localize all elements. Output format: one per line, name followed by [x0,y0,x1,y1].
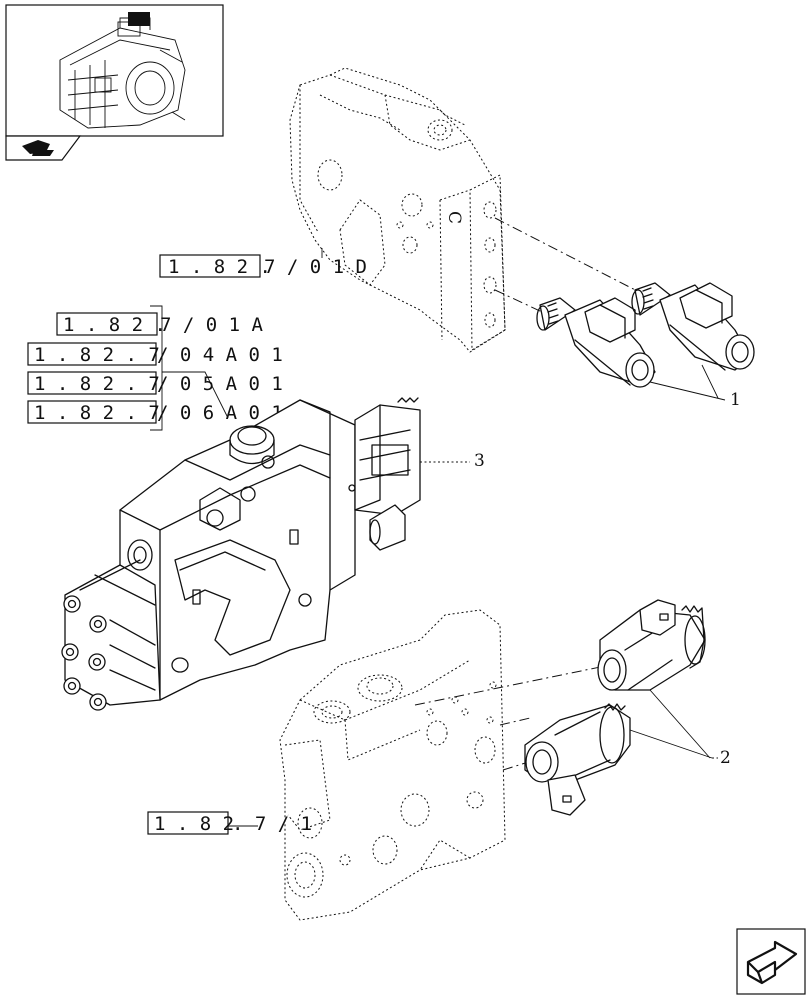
svg-text:7 / 0 1 D: 7 / 0 1 D [264,256,367,278]
ref-tag-06a[interactable]: 1 . 8 2 . 7 / 0 6 A 0 1 [27,400,283,424]
ref-tag-top[interactable]: 1 . 8 2 . 7 / 0 1 D [159,248,367,278]
ref-tag-bottom[interactable]: 1 . 8 2 . 7 / 1 [147,811,312,835]
svg-text:. 7 / 1: . 7 / 1 [232,813,312,835]
svg-text:7 / 0 1 A: 7 / 0 1 A [160,314,264,336]
callout-3: 3 [474,451,485,471]
solenoid-coil-2b[interactable] [524,703,631,816]
solenoid-valve-1a[interactable] [536,297,656,388]
ref-bracket [150,305,163,431]
top-valve-section: C [289,67,506,353]
next-page-arrow-icon[interactable] [736,928,806,995]
ref-tag-01a[interactable]: 1 . 8 2 . 7 / 0 1 A [56,312,264,336]
solenoid-coil-2a[interactable] [597,599,706,691]
bolt-icon [61,595,107,711]
svg-text:1 . 8 2 .: 1 . 8 2 . [63,314,166,336]
svg-text:1 . 8 2 .: 1 . 8 2 . [168,256,271,278]
alignment-line [494,217,646,296]
thumbnail-frame[interactable] [5,4,224,137]
callout-2: 2 [720,748,731,768]
alignment-line [499,717,531,726]
bottom-valve-section [279,609,506,921]
svg-text:1 . 8 2: 1 . 8 2 [154,813,234,835]
svg-text:/ 0 6 A 0 1: / 0 6 A 0 1 [157,402,283,424]
leader-line [629,689,713,759]
svg-text:/ 0 4 A 0 1: / 0 4 A 0 1 [157,344,283,366]
ref-tag-05a[interactable]: 1 . 8 2 . 7 / 0 5 A 0 1 [27,371,283,395]
ref-tag-04a[interactable]: 1 . 8 2 . 7 / 0 4 A 0 1 [27,342,283,366]
leader-line [649,364,726,401]
svg-text:/ 0 5 A 0 1: / 0 5 A 0 1 [157,373,283,395]
svg-text:C: C [444,211,464,224]
alignment-line [414,664,611,706]
leader-line [162,371,229,419]
svg-text:1 . 8 2 . 7: 1 . 8 2 . 7 [34,344,160,366]
middle-valve-body[interactable] [61,397,421,711]
book-arrow-icon[interactable] [5,135,82,161]
ref-group: 1 . 8 2 . 7 / 0 1 A 1 . 8 2 . 7 / 0 4 A … [27,305,283,431]
svg-text:1 . 8 2 . 7: 1 . 8 2 . 7 [34,402,160,424]
svg-text:1 . 8 2 . 7: 1 . 8 2 . 7 [34,373,160,395]
solenoid-valve-1b[interactable] [631,282,755,371]
callout-1: 1 [730,390,741,410]
